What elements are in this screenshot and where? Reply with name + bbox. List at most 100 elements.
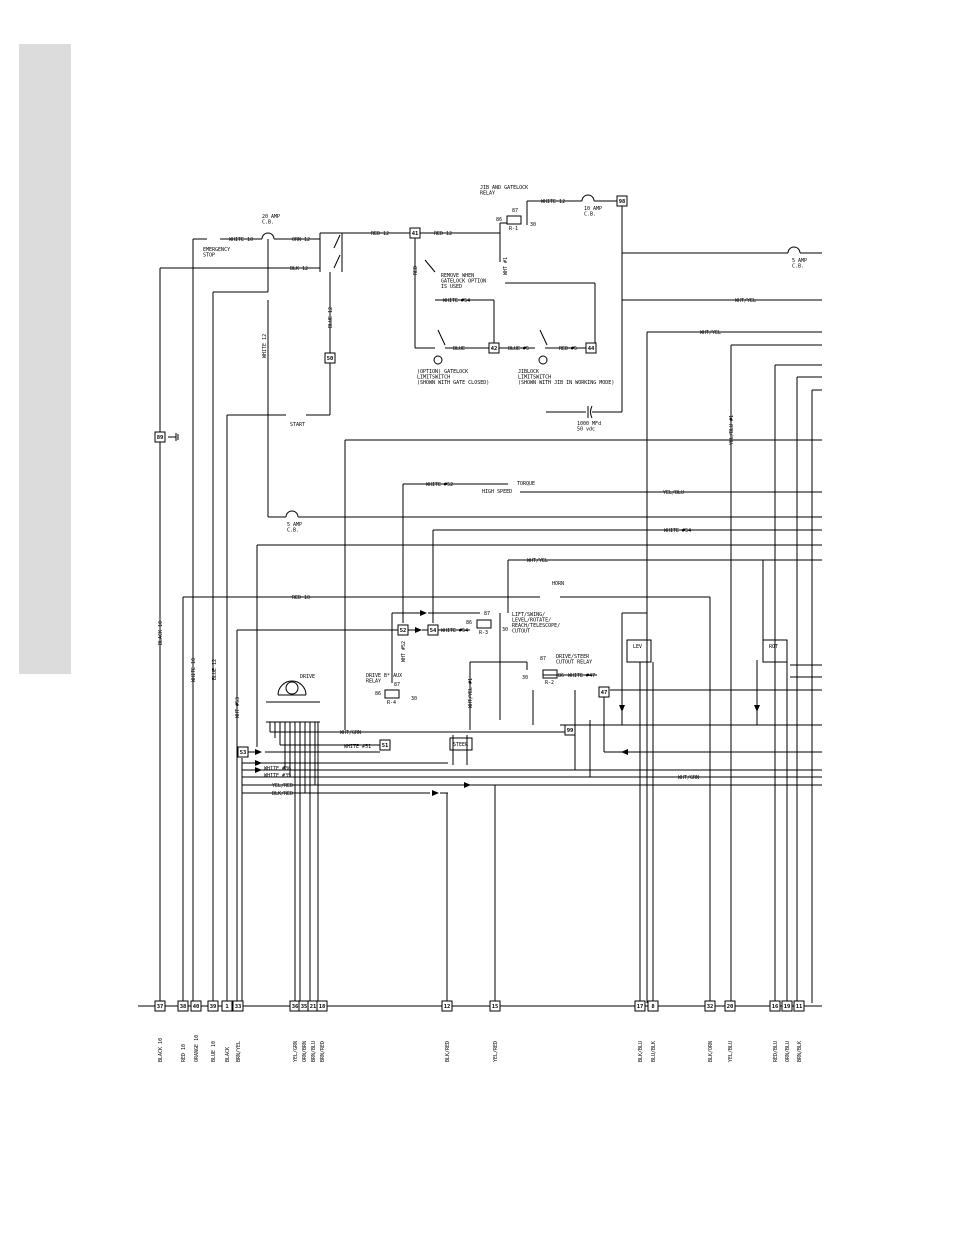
diodes xyxy=(255,610,760,796)
bottom-terminal-number: 33 xyxy=(235,1004,242,1010)
bottom-terminal-number: 21 xyxy=(310,1004,317,1010)
terminal-50: 50 xyxy=(327,356,334,362)
pin-86a: 86 xyxy=(496,217,502,223)
bottom-terminal-label: BLU/BLK xyxy=(651,1041,657,1062)
wire-white54: WHITE #54 xyxy=(443,298,470,304)
pin-30b: 30 xyxy=(502,627,508,633)
terminal-42: 42 xyxy=(491,346,498,352)
bottom-terminal-number: 20 xyxy=(727,1004,734,1010)
wire-blue12-vertical: BLUE 12 xyxy=(212,659,218,680)
bottom-terminal-number: 1 xyxy=(225,1004,229,1010)
bottom-terminal-number: 38 xyxy=(180,1004,187,1010)
terminal-89: 89 xyxy=(157,435,164,441)
steer-label: STEER xyxy=(453,742,469,748)
wire-whtgrn2: WHT/GRN xyxy=(678,775,699,781)
bottom-terminal-label: ORN/BLU xyxy=(785,1041,791,1062)
wire-red10: RED 10 xyxy=(292,595,310,601)
pin-87b: 87 xyxy=(484,611,490,617)
torque-label: TORQUE xyxy=(517,481,535,487)
bottom-terminal-number: 11 xyxy=(796,1004,803,1010)
relays: R-1 R-2 R-3 R-4 86 87 30 86 87 30 87 86 … xyxy=(375,208,564,706)
wire-whtyel1: WHT/YEL xyxy=(735,298,756,304)
bottom-terminal-label: BRN/YEL xyxy=(236,1041,242,1062)
bottom-terminal-number: 16 xyxy=(772,1004,779,1010)
side-tab xyxy=(19,44,71,674)
bottom-terminal-number: 32 xyxy=(707,1004,714,1010)
wire-white51: WHITE #51 xyxy=(344,744,371,750)
wire-white12-side: WHITE 12 xyxy=(262,334,268,358)
bottom-terminal-number: 15 xyxy=(492,1004,499,1010)
lift-relay-label: LIFT/SWING/LEVEL/ROTATE/REACH/TELESCOPE/… xyxy=(512,612,560,635)
terminal-41: 41 xyxy=(412,231,419,237)
wire-whtyel3: WHT/YEL xyxy=(527,558,548,564)
pin-86d: 86 xyxy=(375,691,381,697)
horn-label: HORN xyxy=(552,581,564,587)
bottom-terminal-label: ORN/BRN xyxy=(302,1041,308,1062)
relay-r2: R-2 xyxy=(545,680,554,686)
bottom-terminal-number: 37 xyxy=(157,1004,164,1010)
wire-white36: WHITE #36 xyxy=(264,766,291,772)
wire-whtgrn1: WHT/GRN xyxy=(340,730,361,736)
wire-white10: WHITE 10 xyxy=(229,237,253,243)
wire-black10: BLACK 10 xyxy=(158,621,164,645)
bottom-terminal-label: BLACK 10 xyxy=(158,1038,164,1062)
high-speed-label: HIGH SPEED xyxy=(482,489,512,495)
wire-wht53: WHT #53 xyxy=(235,697,241,718)
bottom-terminal-number: 35 xyxy=(301,1004,308,1010)
wire-yelblu1: YEL/BLU #1 xyxy=(729,415,735,445)
terminal-98: 98 xyxy=(619,199,626,205)
wire-white10-vertical: WHITE 10 xyxy=(191,658,197,682)
pin-87d: 87 xyxy=(394,682,400,688)
bottom-terminal-label: BRN/BLU xyxy=(311,1041,317,1062)
wire-white54c: WHITE #54 xyxy=(441,628,468,634)
bottom-terminal-label: RED 10 xyxy=(181,1044,187,1062)
relay-r3: R-3 xyxy=(479,630,488,636)
pin-87c: 87 xyxy=(540,656,546,662)
bottom-terminal-label: BLACK xyxy=(225,1047,231,1062)
pin-86c: 86 xyxy=(558,673,564,679)
bottom-terminal-number: 8 xyxy=(651,1004,654,1010)
wire-white47: WHITE #47 xyxy=(568,673,595,679)
wire-blkred: BLK/RED xyxy=(272,791,293,797)
terminal-47: 47 xyxy=(601,690,608,696)
bottom-terminal-number: 12 xyxy=(444,1004,451,1010)
pin-86b: 86 xyxy=(466,620,472,626)
start-label: START xyxy=(290,422,305,428)
bottom-terminal-label: ORANGE 10 xyxy=(194,1035,200,1062)
bottom-terminal-label: YEL/BLU xyxy=(728,1041,734,1062)
wire-orn12: ORN 12 xyxy=(292,237,310,243)
terminal-53: 53 xyxy=(240,750,247,756)
wire-yelblu: YEL/BLU xyxy=(663,490,684,496)
pin-87a: 87 xyxy=(512,208,518,214)
lev-label: LEV xyxy=(633,644,642,650)
wire-whtyel-vertical: WHT/YEL #1 xyxy=(468,678,474,708)
bottom-terminal-number: 17 xyxy=(637,1004,644,1010)
bottom-terminal-number: 18 xyxy=(319,1004,326,1010)
bottom-terminal-label: YEL/GRN xyxy=(293,1041,299,1062)
relay-r4: R-4 xyxy=(387,700,396,706)
wire-blue12: BLUE 12 xyxy=(328,307,334,328)
wiring-lines xyxy=(138,194,822,1007)
wire-blue: BLUE xyxy=(453,346,465,352)
